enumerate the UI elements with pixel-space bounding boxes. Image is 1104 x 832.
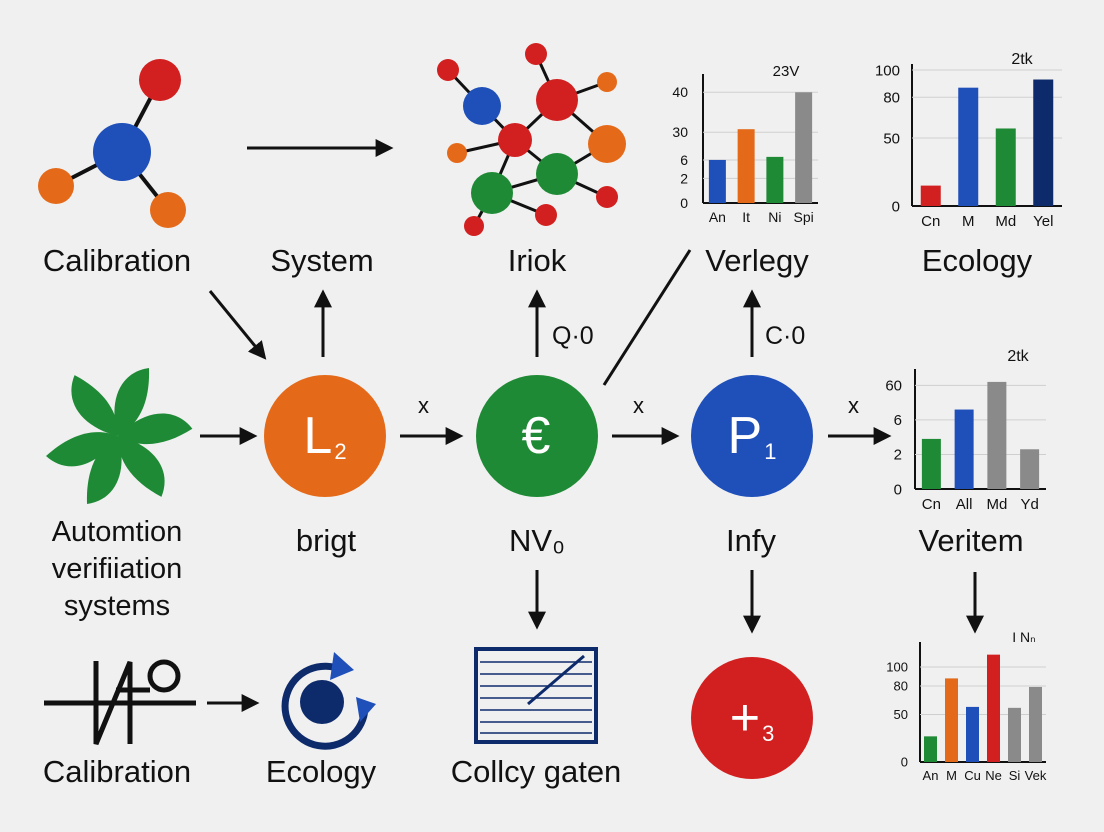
chart-1-x-tick-label: An	[709, 209, 726, 225]
chart-1-y-tick-label: 40	[672, 84, 688, 100]
node-e: €	[476, 375, 598, 497]
chart-1-bar	[708, 159, 726, 203]
chart-4-x-tick-label: M	[946, 768, 957, 783]
chart-2-x-tick-label: Md	[995, 213, 1016, 230]
chart-3-x-tick-label: All	[956, 496, 973, 513]
label-iriok: Iriok	[507, 243, 567, 278]
node-plus3: +3	[691, 657, 813, 779]
chart-3-y-tick-label: 0	[894, 481, 902, 498]
chart-3-bar	[1020, 449, 1040, 489]
label-calibration-top: Calibration	[42, 243, 192, 278]
label-automation-systems: Automtion verifiiation systems	[52, 514, 183, 625]
chart-3-y-tick-label: 2	[894, 447, 902, 464]
chart-2-y-tick-label: 0	[892, 198, 900, 215]
chart-1-x-tick-label: Spi	[794, 209, 814, 225]
chart-2-bar	[995, 128, 1016, 206]
node-plus3-symbol: +	[729, 689, 761, 747]
edge-label-x3: x	[848, 393, 859, 418]
label-nv: NV₀	[509, 523, 565, 558]
chart-4-y-tick-label: 0	[901, 755, 908, 770]
label-ecology-top: Ecology	[921, 243, 1033, 278]
label-automation-line-2: verifiiation	[51, 553, 183, 585]
edge-label-x1: x	[418, 393, 429, 418]
label-calibration-bottom: Calibration	[42, 754, 192, 789]
node-e-symbol: €	[521, 407, 551, 465]
chart-4-y-tick-label: 50	[894, 707, 908, 722]
chart-2-bar	[958, 87, 979, 206]
chart-3-bar	[954, 409, 974, 489]
label-veritem: Veritem	[918, 523, 1024, 558]
node-l2-subscript: 2	[334, 439, 347, 464]
node-p1-subscript: 1	[764, 439, 777, 464]
chart-2-bar	[1033, 79, 1054, 206]
switch-symbol-icon	[44, 659, 196, 745]
molecule-icon	[38, 59, 186, 228]
chart-3-x-tick-label: Yd	[1020, 496, 1038, 513]
chart-3-x-tick-label: Md	[986, 496, 1007, 513]
chart-4-bar	[1029, 686, 1042, 762]
chart-4-y-tick-label: 100	[886, 660, 908, 675]
chart-3-bar	[921, 438, 941, 489]
node-p1-letter: P	[727, 407, 763, 465]
refresh-cycle-icon	[281, 652, 376, 750]
chart-4-bar	[945, 678, 958, 762]
label-ecology-bottom: Ecology	[265, 754, 377, 789]
chart-4-x-tick-label: Cu	[964, 768, 981, 783]
chart-2-x-tick-label: Yel	[1033, 213, 1053, 230]
chart-1-bar	[737, 129, 755, 203]
label-infy: Infy	[726, 523, 776, 558]
molecule-network-icon	[437, 43, 626, 236]
chart-4-bar	[966, 706, 979, 762]
chart-1-bar	[766, 156, 784, 203]
chart-1-bar	[795, 92, 813, 203]
document-icon	[474, 647, 598, 744]
chart-2-y-tick-label: 50	[883, 130, 900, 147]
label-automation-line-3: systems	[63, 590, 171, 622]
chart-3-y-tick-label: 60	[885, 378, 902, 395]
chart-2-bar	[920, 185, 941, 206]
chart-1-x-tick-label: It	[742, 209, 750, 225]
chart-2-x-tick-label: Cn	[921, 213, 940, 230]
label-verlegy: Verlegy	[705, 243, 809, 278]
chart-1-x-tick-label: Ni	[768, 209, 781, 225]
node-plus3-subscript: 3	[762, 721, 775, 746]
chart-2-x-tick-label: M	[962, 213, 975, 230]
node-l2-letter: L	[303, 407, 333, 465]
edge-label-x2: x	[633, 393, 644, 418]
leaf-icon	[46, 367, 193, 505]
chart-4-x-tick-label: An	[923, 768, 939, 783]
label-automation-line-1: Automtion	[51, 516, 183, 548]
chart-4-bar	[1008, 707, 1021, 762]
chart-1-annotation: 23V	[773, 63, 800, 80]
chart-4-bar	[924, 736, 937, 762]
chart-4-x-tick-label: Vek	[1025, 768, 1047, 783]
chart-4-bar	[987, 654, 1000, 762]
edge-label-c0: C·0	[765, 322, 806, 350]
chart-4-x-tick-label: Si	[1009, 768, 1021, 783]
chart-4-x-tick-label: Ne	[985, 768, 1002, 783]
line-e-to-verlegy	[602, 249, 692, 386]
chart-1-y-tick-label: 6	[680, 152, 688, 168]
chart-3-x-tick-label: Cn	[922, 496, 941, 513]
label-system: System	[270, 243, 374, 278]
chart-2-annotation: 2tk	[1011, 51, 1033, 68]
edge-label-q0: Q·0	[552, 322, 594, 350]
chart-3-annotation: 2tk	[1007, 348, 1029, 365]
chart-2-y-tick-label: 100	[875, 62, 900, 79]
chart-3-y-tick-label: 6	[894, 412, 902, 429]
chart-4-y-tick-label: 80	[894, 679, 908, 694]
chart-1-y-tick-label: 2	[680, 170, 688, 186]
chart-4-annotation: I Nₙ	[1012, 629, 1035, 645]
chart-3-bar	[987, 381, 1007, 489]
chart-1-y-tick-label: 0	[680, 195, 688, 211]
chart-2-y-tick-label: 80	[883, 89, 900, 106]
chart-1-y-tick-label: 30	[672, 124, 688, 140]
arrow-calibration-to-l2	[208, 290, 267, 360]
label-brigt: brigt	[295, 523, 357, 558]
label-collcy-gaten: Collcy gaten	[450, 754, 622, 789]
